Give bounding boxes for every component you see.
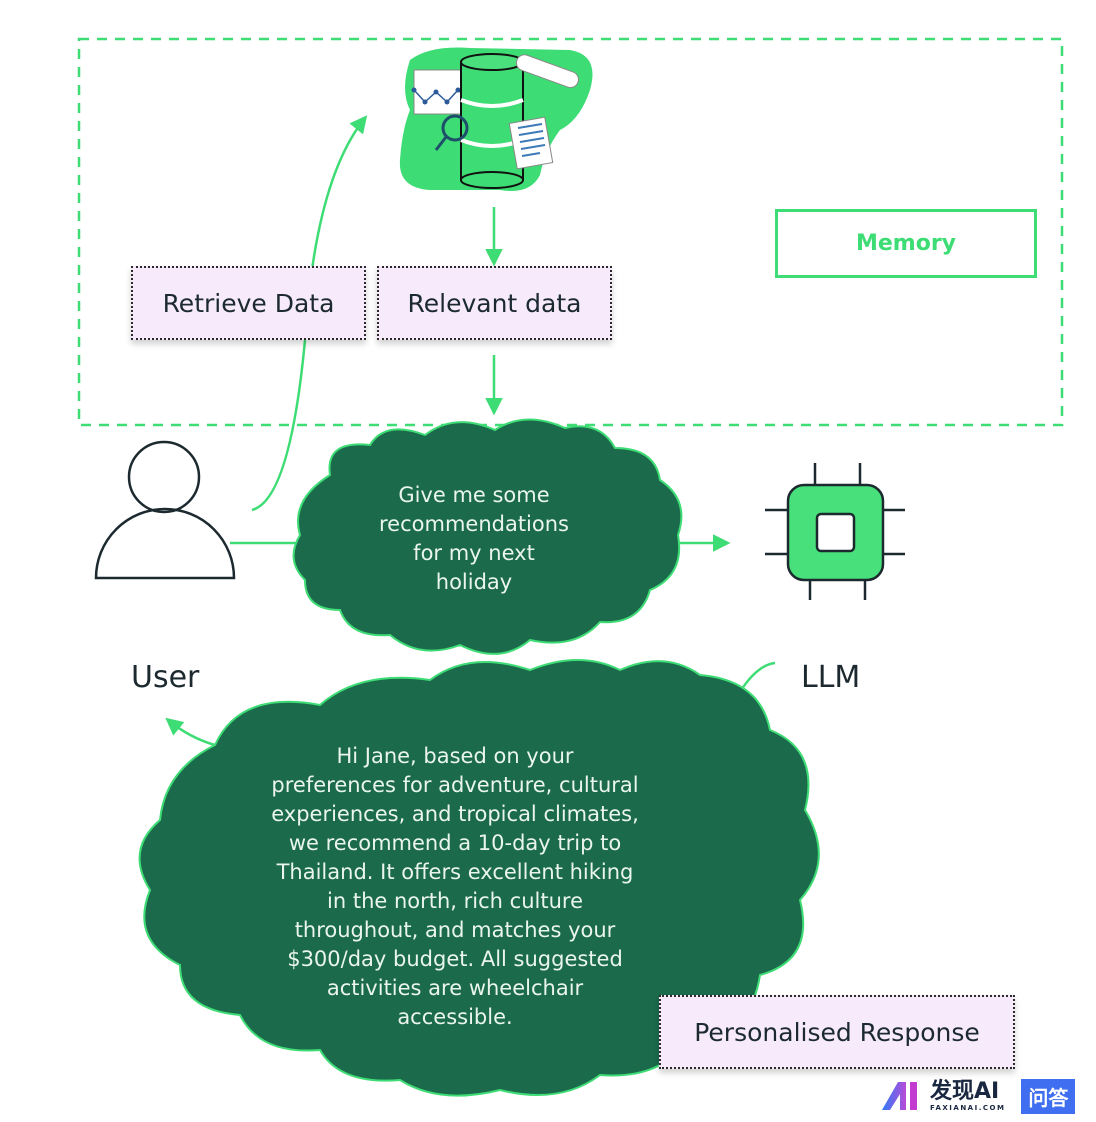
llm-label: LLM <box>801 660 861 695</box>
memory-label: Memory <box>775 209 1037 278</box>
database-analytics-icon <box>399 47 593 191</box>
arrow-response-to-user <box>165 717 216 747</box>
watermark: 发现AI FAXIANAI.COM 问答 <box>880 1078 1076 1114</box>
response-text: Hi Jane, based on your preferences for a… <box>271 744 639 1029</box>
personalised-response-label: Personalised Response <box>659 995 1015 1069</box>
qa-badge: 问答 <box>1021 1078 1076 1114</box>
user-label: User <box>131 660 200 695</box>
brand-name: 发现AI <box>930 1078 1000 1104</box>
relevant-data-label: Relevant data <box>377 266 612 340</box>
query-text: Give me some recommendations for my next… <box>379 483 569 594</box>
user-icon <box>94 440 236 580</box>
memory-region <box>77 37 1064 427</box>
query-cloud <box>292 418 683 655</box>
retrieve-data-label: Retrieve Data <box>131 266 366 340</box>
brand-domain: FAXIANAI.COM <box>930 1103 1006 1112</box>
brand-logo-icon <box>882 1082 917 1110</box>
chip-icon <box>765 463 905 600</box>
